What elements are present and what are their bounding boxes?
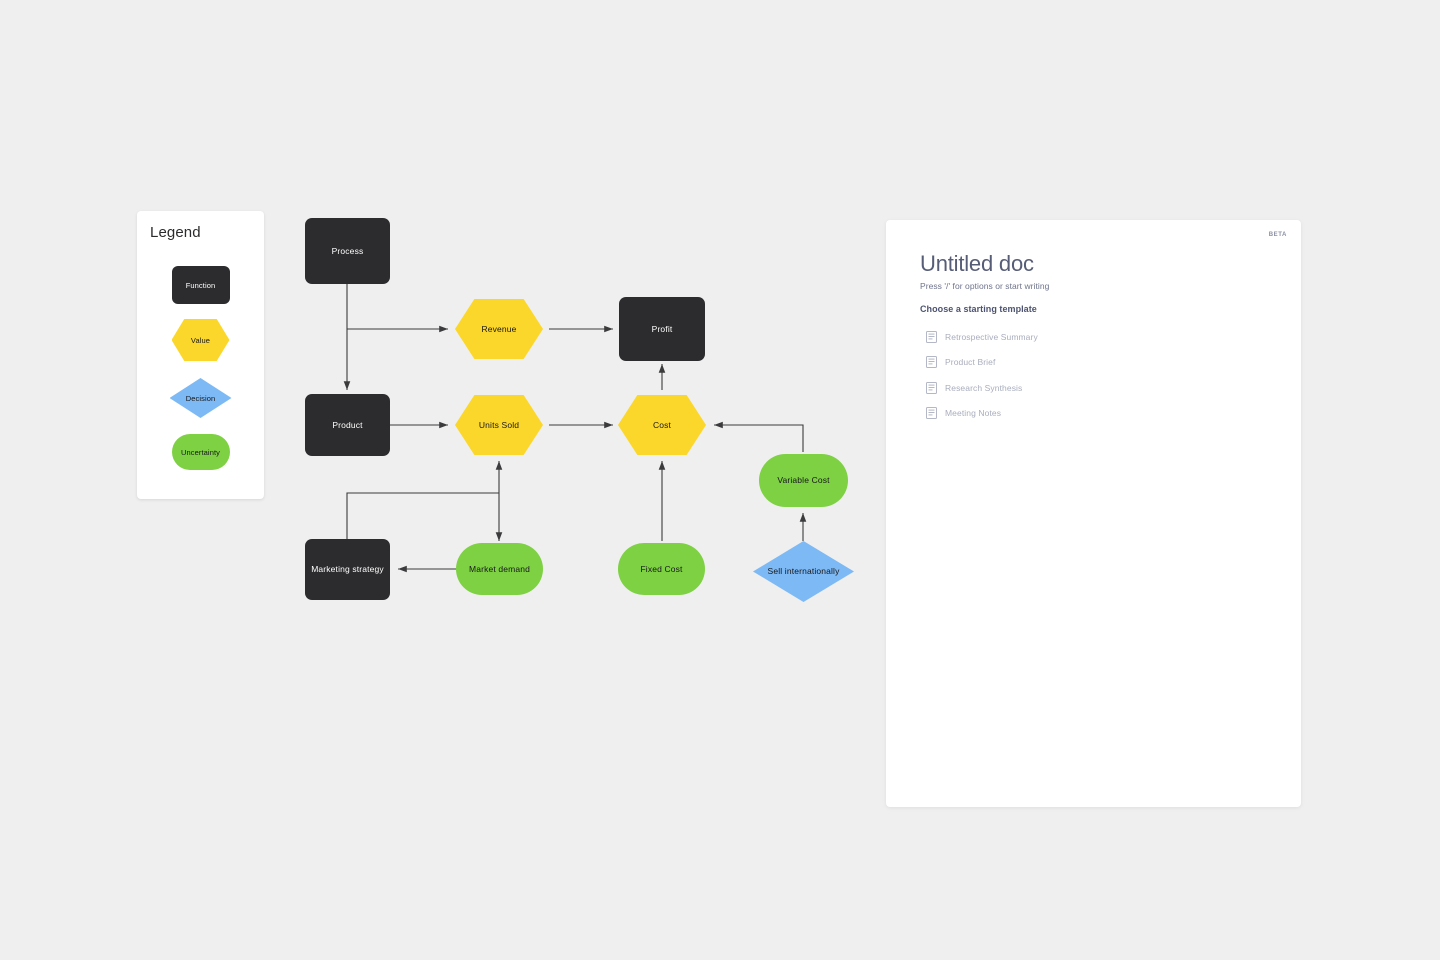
document-panel: BETA Untitled doc Press '/' for options …: [886, 220, 1301, 807]
template-item-product-brief[interactable]: Product Brief: [926, 350, 1266, 376]
template-item-retrospective-summary[interactable]: Retrospective Summary: [926, 324, 1266, 350]
node-product[interactable]: Product: [305, 394, 390, 456]
node-label-market-demand: Market demand: [468, 563, 530, 574]
edge-variablecost-cost: [714, 421, 804, 452]
legend-title: Legend: [150, 224, 201, 241]
node-marketing-strategy[interactable]: Marketing strategy: [305, 539, 390, 600]
template-label: Product Brief: [945, 357, 996, 368]
template-item-research-synthesis[interactable]: Research Synthesis: [926, 375, 1266, 401]
template-label: Meeting Notes: [945, 408, 1002, 419]
template-section-title: Choose a starting template: [920, 304, 1037, 314]
node-process[interactable]: Process: [305, 218, 390, 284]
node-sell-internationally[interactable]: Sell internationally: [753, 541, 854, 602]
legend-item-uncertainty: Uncertainty: [137, 430, 264, 474]
template-label: Retrospective Summary: [945, 331, 1038, 342]
node-label-profit: Profit: [651, 323, 673, 334]
legend-item-value: Value: [137, 318, 264, 362]
flow-diagram-canvas[interactable]: Process Revenue Profit Product Units Sol…: [0, 0, 900, 960]
template-list: Retrospective Summary Product Brief Rese…: [926, 324, 1266, 426]
node-fixed-cost[interactable]: Fixed Cost: [618, 543, 705, 595]
legend-item-decision: Decision: [137, 376, 264, 420]
node-label-cost: Cost: [652, 419, 672, 430]
legend-label-function: Function: [185, 280, 216, 290]
template-item-meeting-notes[interactable]: Meeting Notes: [926, 401, 1266, 427]
node-label-sell-internationally: Sell internationally: [767, 566, 840, 577]
edge-marketingstrategy-unitssold: [346, 492, 499, 540]
node-revenue[interactable]: Revenue: [455, 299, 543, 359]
node-cost[interactable]: Cost: [618, 395, 706, 455]
document-icon: [926, 330, 937, 343]
document-icon: [926, 356, 937, 369]
node-label-units-sold: Units Sold: [478, 419, 520, 430]
node-label-variable-cost: Variable Cost: [777, 475, 830, 486]
beta-badge: BETA: [1268, 232, 1287, 238]
node-label-revenue: Revenue: [481, 323, 517, 334]
legend-swatch-function: Function: [171, 266, 230, 304]
node-label-process: Process: [331, 245, 364, 256]
node-market-demand[interactable]: Market demand: [456, 543, 543, 595]
node-profit[interactable]: Profit: [619, 297, 705, 361]
legend-item-function: Function: [137, 263, 264, 307]
legend-swatch-uncertainty: Uncertainty: [171, 434, 230, 470]
document-icon: [926, 381, 937, 394]
legend-label-uncertainty: Uncertainty: [180, 447, 221, 457]
document-icon: [926, 407, 937, 420]
template-label: Research Synthesis: [945, 382, 1023, 393]
node-label-fixed-cost: Fixed Cost: [640, 563, 683, 574]
doc-title[interactable]: Untitled doc: [920, 251, 1034, 276]
node-units-sold[interactable]: Units Sold: [455, 395, 543, 455]
legend-label-decision: Decision: [185, 393, 216, 403]
node-variable-cost[interactable]: Variable Cost: [759, 454, 848, 507]
legend-panel: Legend Function Value Decision Uncertain…: [137, 211, 264, 499]
legend-swatch-value: Value: [171, 319, 230, 361]
legend-label-value: Value: [190, 335, 211, 345]
node-label-marketing-strategy: Marketing strategy: [311, 564, 384, 575]
node-label-product: Product: [332, 419, 363, 430]
doc-placeholder-hint: Press '/' for options or start writing: [920, 281, 1050, 291]
